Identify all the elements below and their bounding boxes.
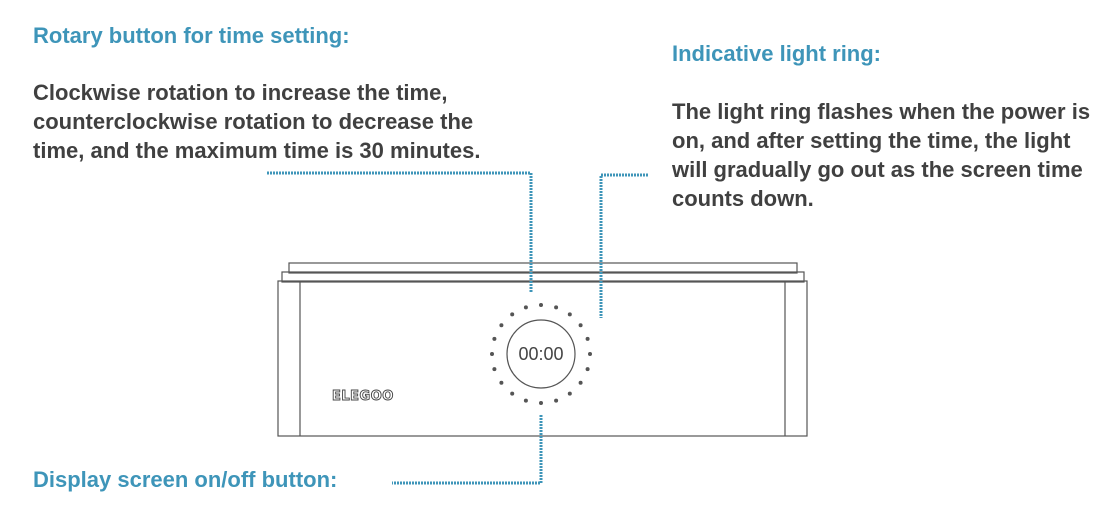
light-ring-heading: Indicative light ring: <box>672 41 882 66</box>
light-ring-dot <box>510 312 515 317</box>
device-top-rim <box>288 262 798 274</box>
rotary-button-description: Clockwise rotation to increase the time,… <box>33 80 481 163</box>
light-ring-dot <box>585 336 590 341</box>
light-ring-dot <box>539 303 543 307</box>
rotary-button-heading: Rotary button for time setting: <box>33 23 350 48</box>
light-ring-dot <box>554 398 559 403</box>
rotary-leader-line <box>267 171 533 293</box>
light-ring-description: The light ring flashes when the power is… <box>672 99 1091 211</box>
light-ring-dot <box>567 312 572 317</box>
screen-time-display: 00:00 <box>518 344 563 364</box>
light-ring-dot <box>492 336 497 341</box>
light-ring-dot <box>585 367 590 372</box>
light-ring-dot <box>567 391 572 396</box>
light-ring-dot <box>499 380 504 385</box>
light-ring-dot <box>523 305 528 310</box>
light-ring-dot <box>554 305 559 310</box>
light-ring-dot <box>523 398 528 403</box>
display-button-heading: Display screen on/off button: <box>33 467 338 492</box>
light-ring-dot <box>490 352 494 356</box>
light-ring-dot <box>539 401 543 405</box>
indicative-light-ring <box>490 303 592 405</box>
elegoo-logo: ELEGOO <box>332 389 394 404</box>
device-lid <box>281 271 805 283</box>
light-ring-dot <box>510 391 515 396</box>
light-ring-dot <box>578 380 583 385</box>
display-leader-line <box>392 415 543 485</box>
light-ring-dot <box>588 352 592 356</box>
ring-leader-line <box>599 173 648 318</box>
rotary-knob[interactable] <box>506 319 576 389</box>
light-ring-dot <box>492 367 497 372</box>
light-ring-dot <box>578 323 583 328</box>
light-ring-dot <box>499 323 504 328</box>
